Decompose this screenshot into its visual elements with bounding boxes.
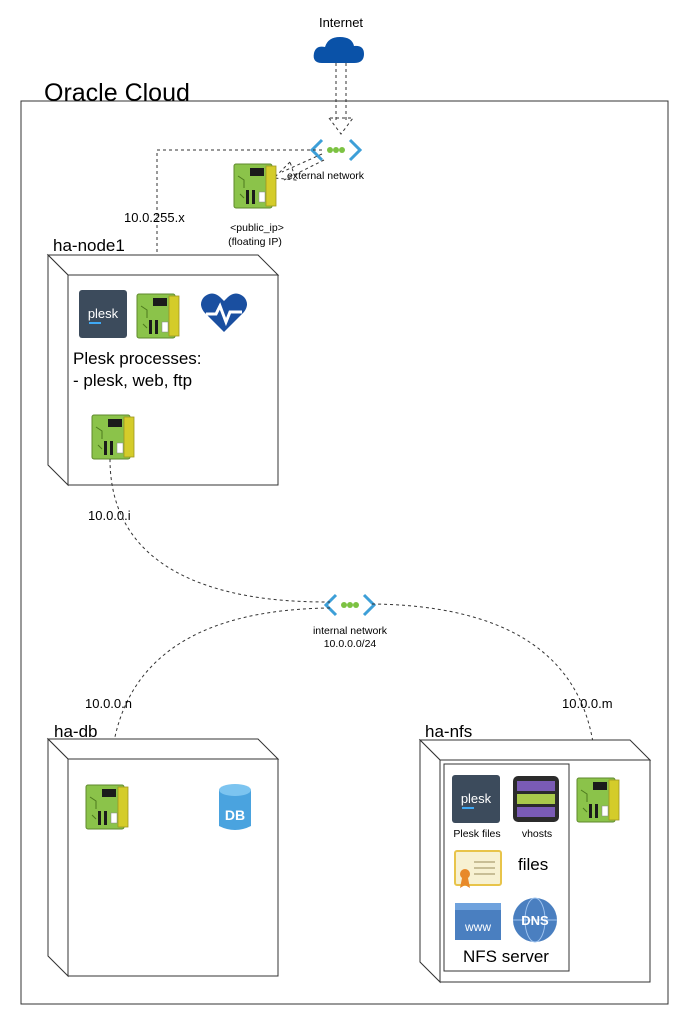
www-icon: www (455, 903, 501, 940)
internal-network-label: internal network (313, 625, 388, 637)
internal-network-cidr: 10.0.0.0/24 (324, 638, 377, 650)
plesk-logo-text: plesk (88, 306, 119, 321)
certificate-icon (454, 850, 502, 888)
database-icon: DB (219, 784, 251, 830)
node1-title: ha-node1 (53, 236, 125, 255)
node1-internal-ip: 10.0.0.i (88, 508, 131, 523)
internet-label: Internet (319, 15, 363, 30)
db-nic-icon (85, 784, 129, 830)
floating-ip-label: (floating IP) (228, 236, 282, 248)
plesk-logo-icon: plesk (79, 290, 127, 338)
internet-link (328, 63, 354, 135)
node1-processes-list: - plesk, web, ftp (73, 371, 192, 390)
cloud-icon (313, 37, 364, 63)
public-ip-nic-icon (233, 163, 277, 209)
node1-internal-link (109, 458, 331, 603)
ha-node1-box (46, 253, 280, 487)
plesk-files-label: Plesk files (453, 828, 500, 840)
db-title: ha-db (54, 722, 97, 741)
nfs-ip: 10.0.0.m (562, 696, 613, 711)
ha-db-box (46, 737, 280, 978)
floating-ip-link (272, 153, 325, 181)
nfs-server-label: NFS server (463, 947, 549, 966)
external-network-label: external network (287, 170, 365, 182)
nfs-internal-link (371, 603, 597, 781)
oracle-cloud-title: Oracle Cloud (44, 79, 190, 107)
dns-icon-text: DNS (521, 913, 549, 928)
oracle-cloud-container (20, 100, 669, 1005)
vhosts-icon (513, 776, 559, 822)
files-label: files (518, 855, 548, 874)
dns-icon: DNS (513, 897, 557, 943)
db-ip: 10.0.0.n (85, 696, 132, 711)
internal-network-icon (324, 593, 376, 617)
plesk-files-logo-text: plesk (461, 791, 492, 806)
node1-external-link (156, 149, 322, 296)
vhosts-label: vhosts (522, 828, 552, 840)
db-icon-text: DB (225, 807, 245, 823)
heartbeat-icon (201, 293, 247, 332)
node1-external-nic-icon (136, 293, 180, 339)
www-icon-text: www (464, 920, 491, 934)
node1-processes-heading: Plesk processes: (73, 349, 202, 368)
plesk-files-icon: plesk (452, 775, 500, 823)
node1-external-ip: 10.0.255.x (124, 210, 185, 225)
nfs-nic-icon (576, 777, 620, 823)
node1-internal-nic-icon (91, 414, 135, 460)
nfs-title: ha-nfs (425, 722, 472, 741)
public-ip-label: <public_ip> (230, 222, 284, 234)
